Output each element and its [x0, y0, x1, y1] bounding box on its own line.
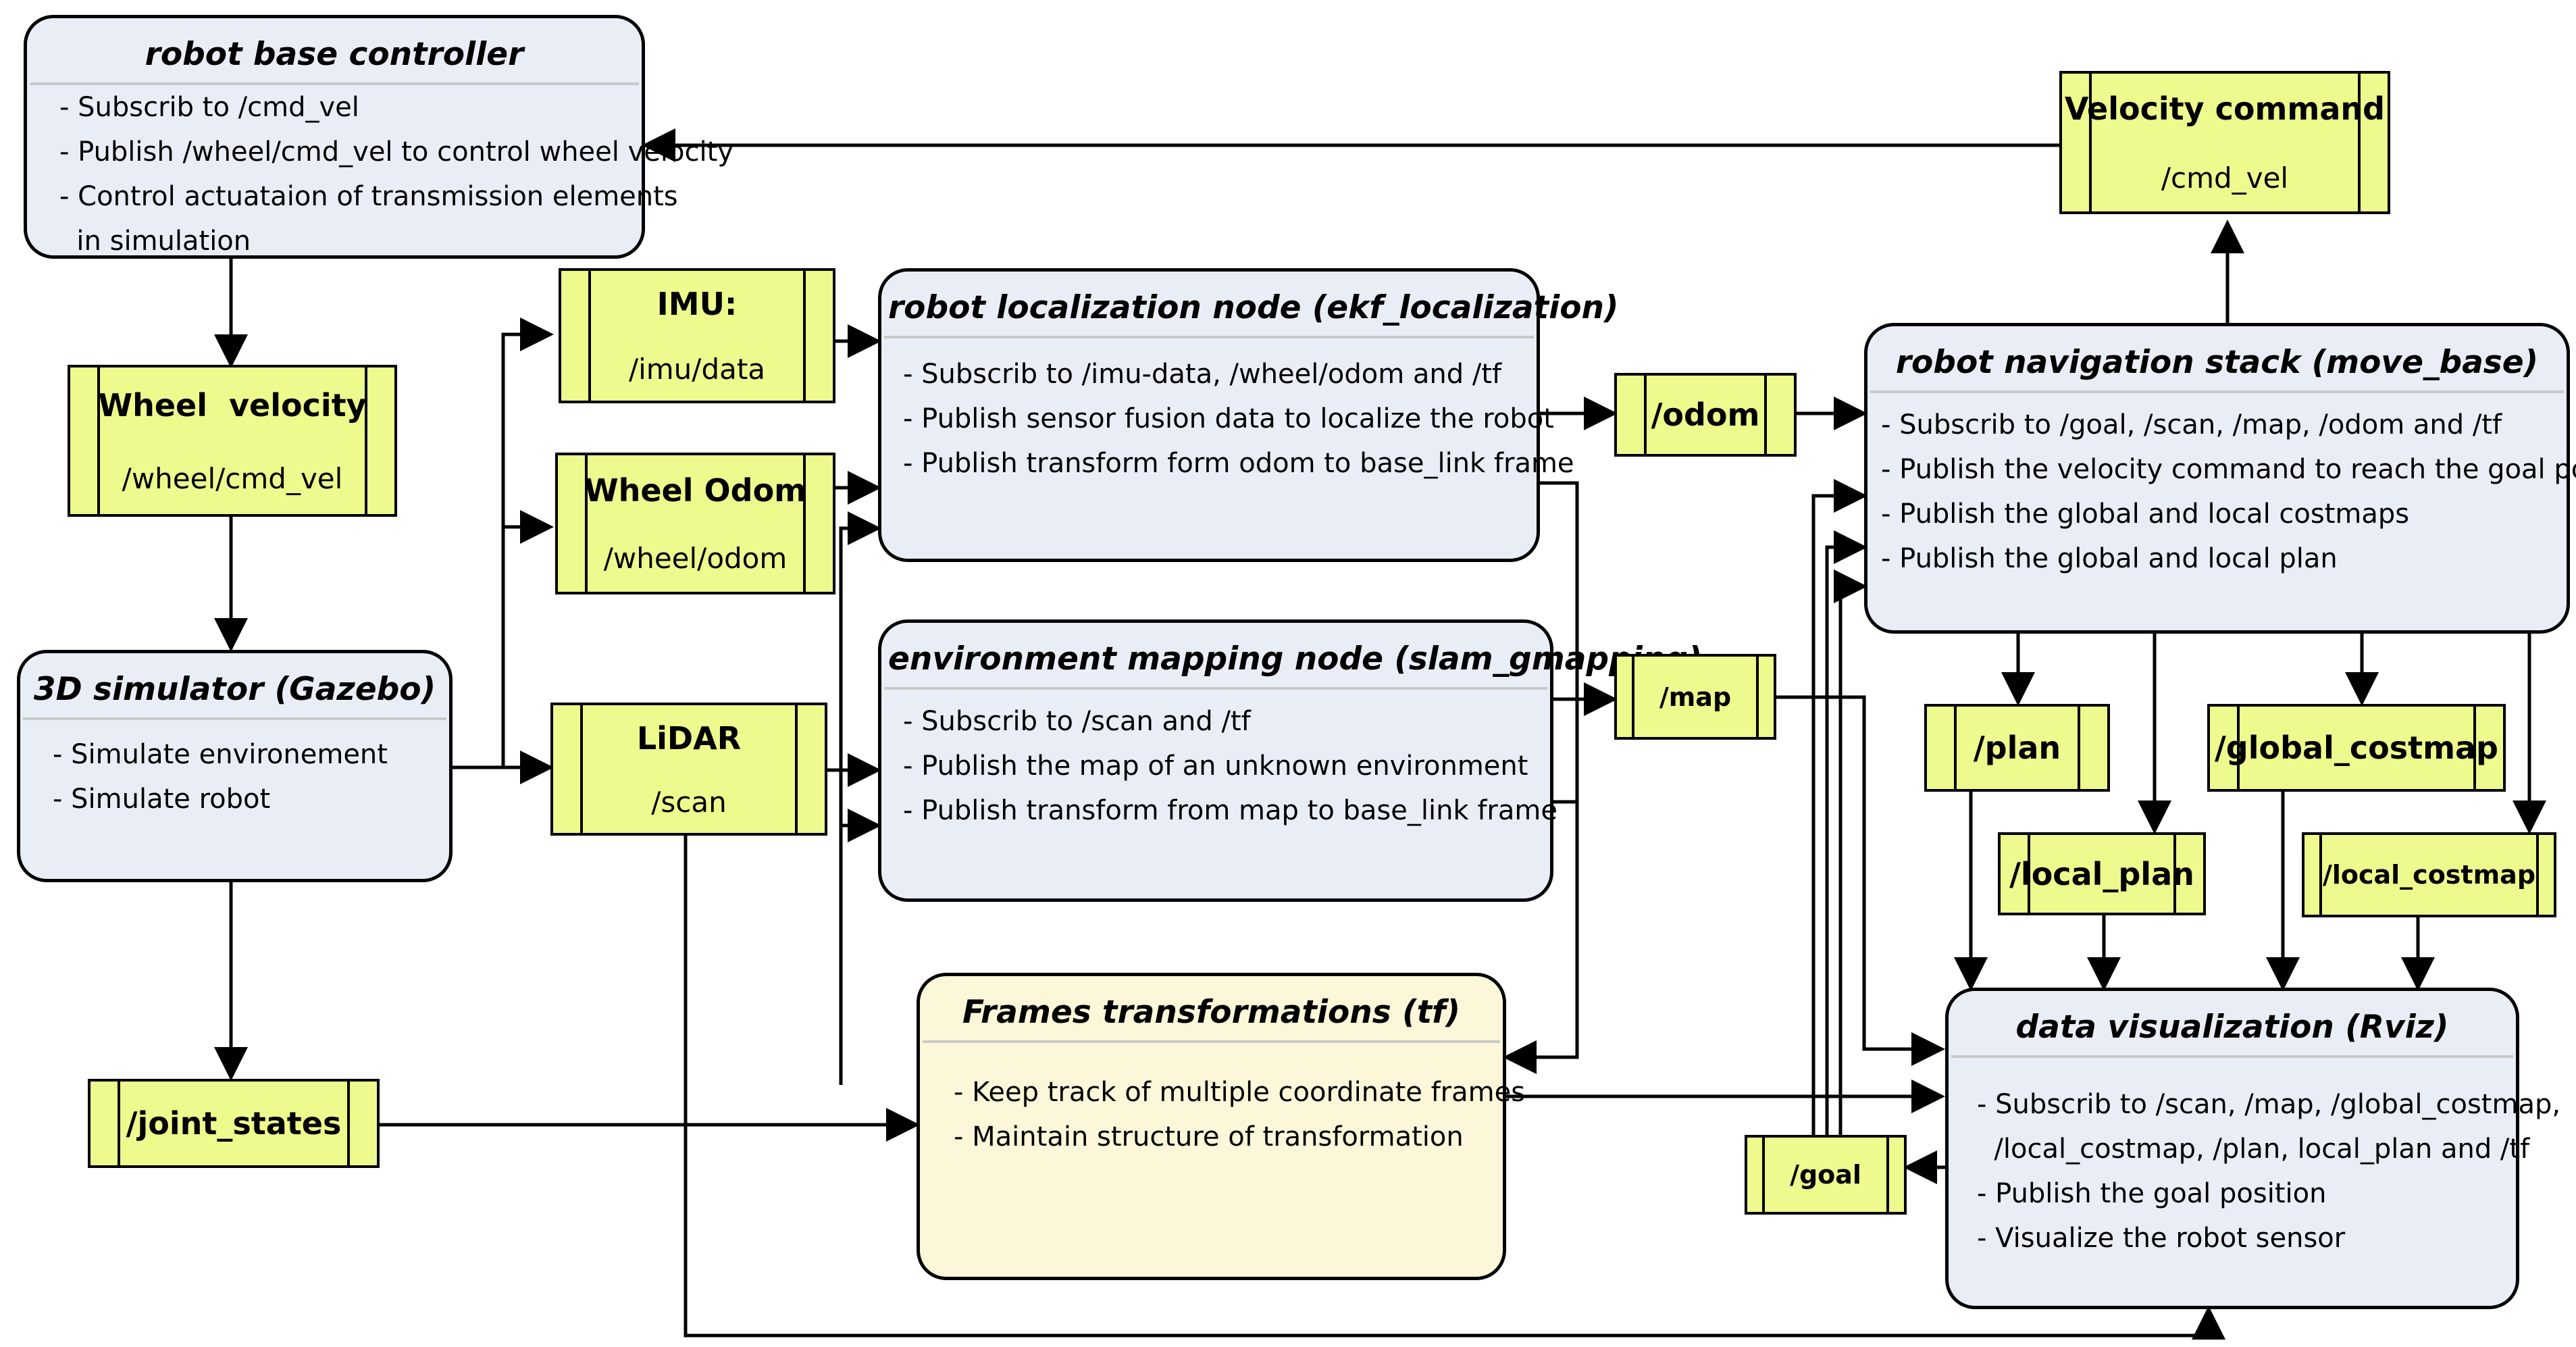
arrow-lidar-to-rviz — [684, 836, 2225, 1340]
node-line: - Publish the global and local plan — [1881, 543, 2338, 574]
topic-imu: IMU: /imu/data — [559, 268, 835, 403]
title-divider — [923, 1040, 1500, 1043]
topic-name: /joint_states — [126, 1105, 342, 1142]
node-robot-localization: robot localization node (ekf_localizatio… — [878, 268, 1619, 562]
topic-name: /local_costmap — [2322, 860, 2536, 890]
node-frames-transformations: Frames transformations (tf) - Keep track… — [917, 973, 1526, 1280]
node-robot-navigation-stack: robot navigation stack (move_base) - Sub… — [1864, 323, 2576, 634]
topic-local-plan: /local_plan — [1998, 832, 2206, 915]
arrow-localization-to-tf — [1503, 481, 1579, 1074]
node-title: data visualization (Rviz) — [2015, 1009, 2449, 1046]
title-divider — [1951, 1055, 2513, 1058]
node-title: environment mapping node (slam_gmapping) — [888, 640, 1703, 678]
title-divider — [884, 687, 1547, 690]
topic-name: /map — [1659, 682, 1732, 712]
topic-global-costmap: /global_costmap — [2207, 704, 2506, 792]
node-line: - Publish the map of an unknown environm… — [903, 751, 1528, 782]
topic-name: /plan — [1973, 730, 2061, 766]
title-divider — [884, 336, 1534, 338]
node-line: - Subscrib to /scan, /map, /global_costm… — [1977, 1089, 2561, 1120]
node-title: 3D simulator (Gazebo) — [33, 671, 436, 708]
node-line: - Keep track of multiple coordinate fram… — [954, 1077, 1526, 1108]
arrow-goal-to-navigation-2 — [1825, 530, 1867, 1135]
topic-name: Velocity command — [2064, 91, 2386, 128]
node-line: - Publish transform from map to base_lin… — [903, 795, 1557, 826]
topic-map: /map — [1614, 654, 1776, 740]
title-divider — [23, 717, 446, 720]
topic-name: LiDAR — [636, 719, 742, 757]
topic-plan: /plan — [1924, 704, 2110, 792]
node-line: - Subscrib to /scan and /tf — [903, 706, 1251, 737]
topic-path: /cmd_vel — [2161, 161, 2289, 195]
node-line: - Publish sensor fusion data to localize… — [903, 403, 1554, 434]
node-environment-mapping: environment mapping node (slam_gmapping)… — [878, 619, 1703, 902]
topic-path: /scan — [651, 785, 727, 819]
topic-name: /global_costmap — [2215, 730, 2498, 766]
topic-velocity-command: Velocity command /cmd_vel — [2059, 71, 2390, 214]
topic-wheel-odom: Wheel Odom /wheel/odom — [555, 453, 835, 594]
topic-name: /odom — [1651, 397, 1760, 433]
node-line: - Control actuataion of transmission ele… — [59, 181, 678, 212]
node-line: - Publish transform form odom to base_li… — [903, 448, 1574, 479]
node-title: Frames transformations (tf) — [962, 994, 1460, 1031]
topic-odom: /odom — [1614, 373, 1797, 457]
topic-path: /wheel/odom — [603, 542, 788, 576]
topic-path: /wheel/cmd_vel — [122, 461, 343, 495]
node-line: - Publish the global and local costmaps — [1881, 499, 2410, 530]
node-line: - Simulate robot — [53, 784, 271, 815]
topic-name: IMU: — [656, 286, 738, 323]
node-line: - Visualize the robot sensor — [1977, 1223, 2346, 1254]
title-divider — [1870, 390, 2564, 393]
node-title: robot base controller — [145, 36, 524, 73]
arrow-tf-to-localization — [839, 511, 881, 1085]
node-line: - Simulate environement — [53, 739, 388, 770]
topic-name: /goal — [1790, 1160, 1861, 1190]
node-data-visualization: data visualization (Rviz) - Subscrib to … — [1945, 988, 2561, 1309]
topic-joint-states: /joint_states — [88, 1079, 380, 1168]
node-line: in simulation — [59, 226, 251, 257]
node-3d-simulator: 3D simulator (Gazebo) - Simulate environ… — [17, 650, 453, 882]
topic-name: Wheel Odom — [584, 472, 807, 509]
arrow-goal-to-navigation-1 — [1811, 479, 1867, 1135]
node-robot-base-controller: robot base controller - Subscrib to /cmd… — [24, 15, 733, 259]
topic-lidar: LiDAR /scan — [550, 703, 827, 836]
topic-goal: /goal — [1745, 1135, 1907, 1215]
node-line: - Publish /wheel/cmd_vel to control whee… — [59, 136, 733, 168]
topic-local-costmap: /local_costmap — [2302, 832, 2556, 917]
node-title: robot navigation stack (move_base) — [1895, 344, 2539, 381]
node-line: /local_costmap, /plan, local_plan and /t… — [1977, 1134, 2530, 1165]
node-line: - Subscrib to /goal, /scan, /map, /odom … — [1881, 409, 2502, 440]
topic-wheel-velocity: Wheel velocity /wheel/cmd_vel — [68, 365, 397, 517]
node-line: - Maintain structure of transformation — [954, 1121, 1464, 1152]
arrow-simulator-to-imu — [501, 317, 554, 767]
node-title: robot localization node (ekf_localizatio… — [888, 289, 1619, 326]
arrow-goal-to-navigation-3 — [1834, 569, 1867, 1135]
title-divider — [30, 82, 639, 85]
node-line: - Subscrib to /cmd_vel — [59, 92, 359, 123]
arrow-map-to-rviz — [1776, 695, 1945, 1066]
node-line: - Subscrib to /imu-data, /wheel/odom and… — [903, 359, 1502, 390]
topic-name: Wheel velocity — [98, 386, 367, 424]
node-line: - Publish the velocity command to reach … — [1881, 454, 2576, 485]
node-line: - Publish the goal position — [1977, 1178, 2327, 1209]
topic-name: /local_plan — [2009, 855, 2194, 892]
topic-path: /imu/data — [628, 352, 766, 386]
